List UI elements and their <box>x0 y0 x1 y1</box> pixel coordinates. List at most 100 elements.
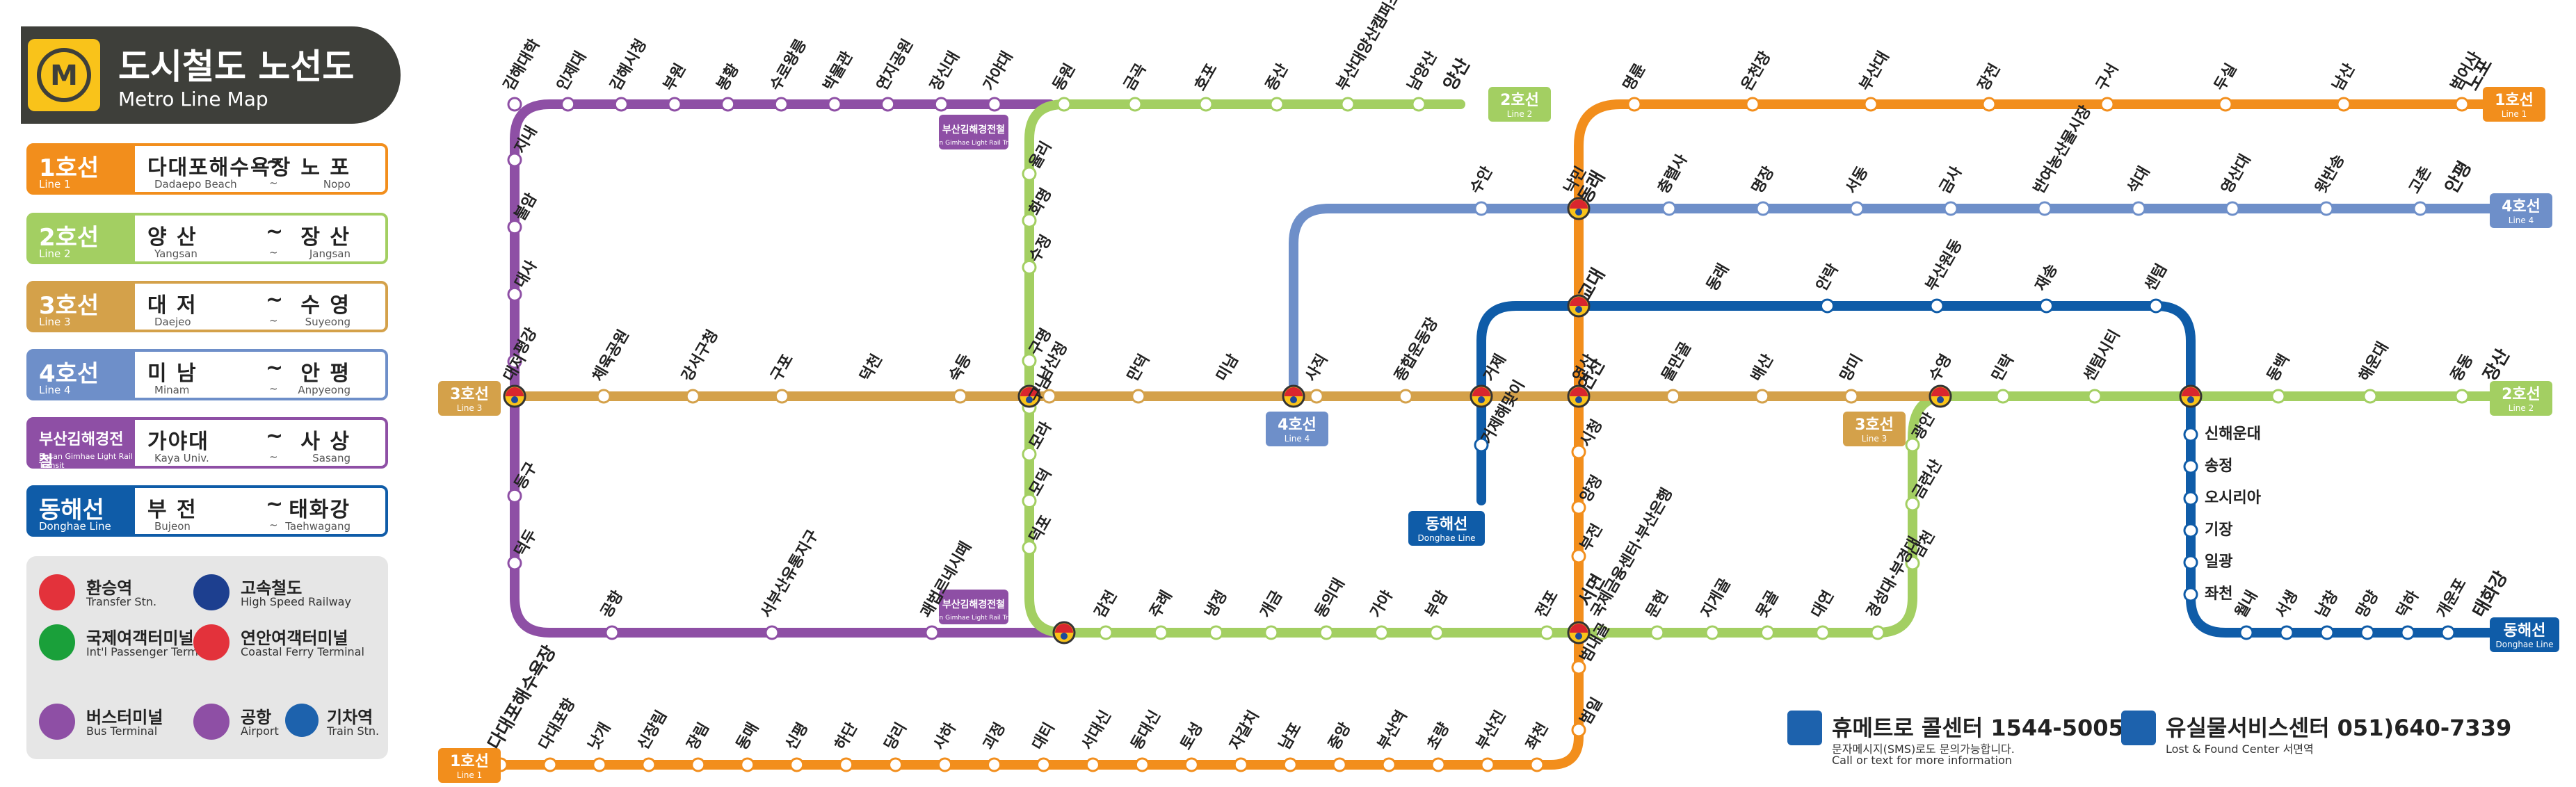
bgl-station[interactable] <box>613 97 629 112</box>
line1-station[interactable] <box>1381 757 1396 772</box>
line2-station[interactable] <box>1995 389 2011 404</box>
bgl-station[interactable] <box>880 97 896 112</box>
line4-station[interactable] <box>1661 201 1677 216</box>
bgl-station[interactable] <box>507 354 522 369</box>
line2-station[interactable] <box>1650 625 1665 640</box>
line1-station[interactable] <box>1571 444 1586 460</box>
line2-station[interactable] <box>1595 625 1610 640</box>
line1-station[interactable] <box>1233 757 1248 772</box>
line4-station[interactable] <box>1474 201 1489 216</box>
line1-station[interactable] <box>740 757 755 772</box>
bgl-station[interactable] <box>667 97 682 112</box>
line3-station[interactable] <box>1844 389 1859 404</box>
donghae-station[interactable] <box>2183 427 2198 442</box>
bgl-station[interactable] <box>933 97 949 112</box>
line2-station[interactable] <box>1905 496 1920 512</box>
donghae-station[interactable] <box>1820 298 1835 314</box>
line2-station[interactable] <box>1209 625 1224 640</box>
bgl-station[interactable] <box>507 220 522 235</box>
line1-station[interactable] <box>1431 757 1446 772</box>
line2-station[interactable] <box>1539 625 1554 640</box>
line1-station[interactable] <box>1480 757 1495 772</box>
line3-station[interactable] <box>1755 389 1770 404</box>
line1-station[interactable] <box>1036 757 1051 772</box>
transfer-station-icon[interactable] <box>1567 384 1591 408</box>
line2-station[interactable] <box>1153 625 1168 640</box>
line2-station[interactable] <box>1411 97 1426 112</box>
line2-station[interactable] <box>2454 389 2470 404</box>
line1-station[interactable] <box>987 757 1002 772</box>
line1-station[interactable] <box>2218 97 2233 112</box>
line2-station[interactable] <box>1340 97 1355 112</box>
line2-station[interactable] <box>1022 166 1037 181</box>
line1-station[interactable] <box>1571 722 1586 738</box>
line1-station[interactable] <box>1571 500 1586 515</box>
line2-station[interactable] <box>1022 353 1037 368</box>
line1-station[interactable] <box>641 757 657 772</box>
line3-station[interactable] <box>596 389 611 404</box>
line2-station[interactable] <box>1905 555 1920 571</box>
transfer-station-icon[interactable] <box>503 384 526 408</box>
line2-station[interactable] <box>1127 97 1143 112</box>
line3-station[interactable] <box>1398 389 1413 404</box>
donghae-station[interactable] <box>2319 625 2335 640</box>
line2-station[interactable] <box>1269 97 1285 112</box>
line2-station[interactable] <box>2362 389 2378 404</box>
line3-station[interactable] <box>1042 389 1057 404</box>
line3-station[interactable] <box>774 389 789 404</box>
donghae-station[interactable] <box>2440 625 2456 640</box>
line2-station[interactable] <box>1870 625 1885 640</box>
transfer-station-icon[interactable] <box>1470 384 1493 408</box>
line1-station[interactable] <box>888 757 903 772</box>
line2-station[interactable] <box>1098 625 1113 640</box>
line4-station[interactable] <box>1943 201 1958 216</box>
line2-station[interactable] <box>1198 97 1214 112</box>
line1-station[interactable] <box>1529 757 1545 772</box>
line1-station[interactable] <box>839 757 854 772</box>
line1-station[interactable] <box>937 757 953 772</box>
line1-station[interactable] <box>2454 97 2470 112</box>
line1-station[interactable] <box>1085 757 1100 772</box>
line4-station[interactable] <box>2319 201 2334 216</box>
line1-station[interactable] <box>2336 97 2351 112</box>
line1-station[interactable] <box>1134 757 1150 772</box>
transfer-station-icon[interactable] <box>1567 294 1591 318</box>
line1-station[interactable] <box>691 757 706 772</box>
bgl-station[interactable] <box>561 97 576 112</box>
line4-station[interactable] <box>2225 201 2240 216</box>
transfer-station-icon[interactable] <box>1567 197 1591 220</box>
bgl-station[interactable] <box>507 286 522 302</box>
bgl-station[interactable] <box>507 97 522 112</box>
line1-station[interactable] <box>1863 97 1878 112</box>
line1-station[interactable] <box>592 757 607 772</box>
donghae-station[interactable] <box>2360 625 2375 640</box>
line1-station[interactable] <box>542 757 558 772</box>
transfer-station-icon[interactable] <box>1052 621 1076 644</box>
line2-station[interactable] <box>1022 494 1037 509</box>
transfer-station-icon[interactable] <box>1567 621 1591 644</box>
bgl-station[interactable] <box>827 97 842 112</box>
line1-station[interactable] <box>1745 97 1760 112</box>
line3-station[interactable] <box>953 389 968 404</box>
bgl-station[interactable] <box>604 625 620 640</box>
bgl-station[interactable] <box>507 555 522 571</box>
line1-station[interactable] <box>1332 757 1347 772</box>
line1-station[interactable] <box>1571 660 1586 675</box>
donghae-station[interactable] <box>1474 437 1489 453</box>
transfer-station-icon[interactable] <box>1929 384 1952 408</box>
line2-station[interactable] <box>1022 213 1037 228</box>
line4-station[interactable] <box>2037 201 2052 216</box>
line2-station[interactable] <box>1705 625 1720 640</box>
line2-station[interactable] <box>1022 446 1037 462</box>
line2-station[interactable] <box>2087 389 2102 404</box>
donghae-station[interactable] <box>2400 625 2415 640</box>
transfer-station-icon[interactable] <box>1017 384 1041 408</box>
line1-station[interactable] <box>1627 97 1642 112</box>
donghae-station[interactable] <box>1929 298 1945 314</box>
donghae-station[interactable] <box>2279 625 2294 640</box>
line2-station[interactable] <box>1905 437 1920 453</box>
line1-station[interactable] <box>1981 97 1997 112</box>
transfer-station-icon[interactable] <box>1282 384 1305 408</box>
line3-station[interactable] <box>1131 389 1146 404</box>
donghae-station[interactable] <box>2039 298 2054 314</box>
